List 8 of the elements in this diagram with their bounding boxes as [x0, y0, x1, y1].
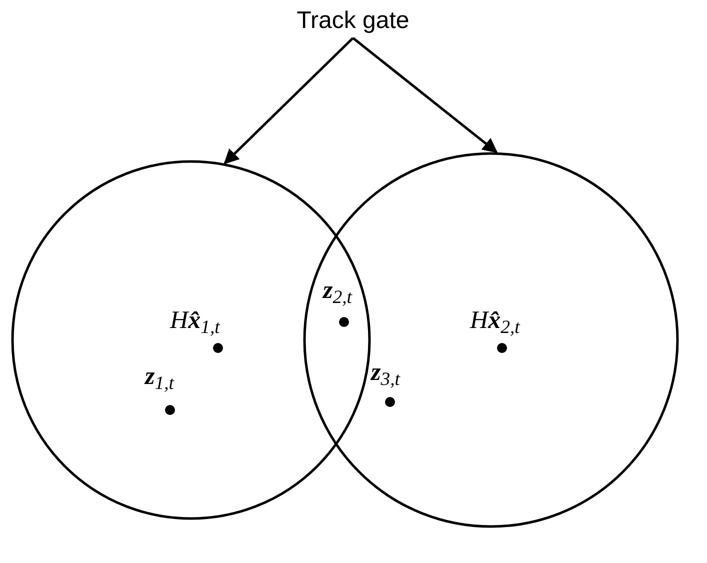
point-label: z$_{1,t}$ — [145, 362, 174, 392]
point-label: z$_{2,t}$ — [323, 276, 352, 306]
arrow — [352, 37, 498, 154]
point-label: z$_{3,t}$ — [371, 358, 400, 388]
point-label: Hx̂$_{1,t}$ — [170, 306, 220, 336]
gate-title: Track gate — [296, 6, 410, 36]
point-label: Hx̂$_{2,t}$ — [470, 306, 520, 336]
arrow — [224, 37, 354, 164]
